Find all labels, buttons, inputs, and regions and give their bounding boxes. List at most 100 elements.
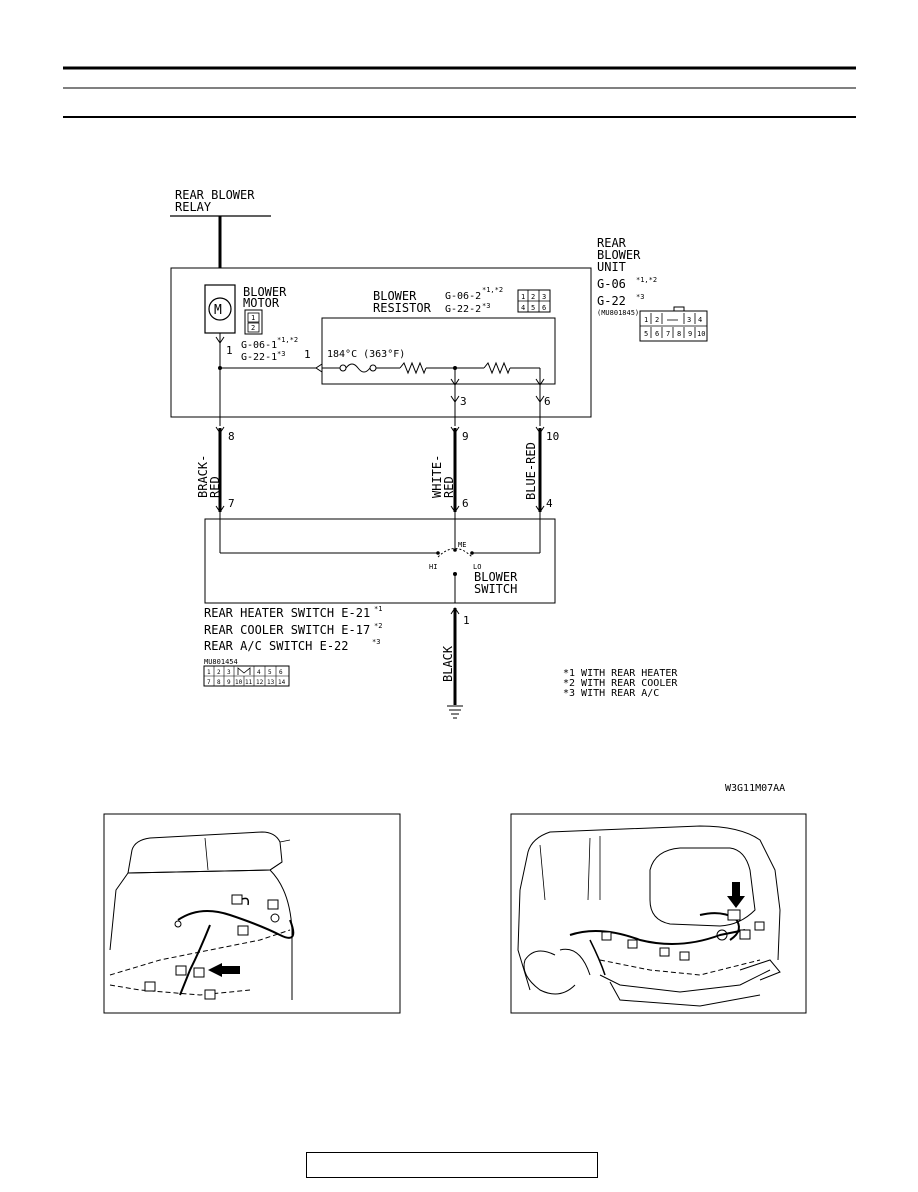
unit-pin-8: 8: [677, 330, 681, 338]
resistor-conn-pin-1: 1: [521, 293, 525, 301]
switch-conn-pin-13: 13: [267, 679, 275, 686]
note-rear-heater: *1 WITH REAR HEATER: [563, 668, 678, 679]
unit-connector-g06: G-06: [597, 277, 626, 291]
wire-1-color-line2: RED: [208, 476, 222, 498]
resistor-conn-pin-3: 3: [542, 293, 546, 301]
motor-connector-g06-1: G-06-1: [241, 340, 277, 351]
unit-pin-5: 5: [644, 330, 648, 338]
switch-conn-pin-4: 4: [257, 669, 261, 676]
switch-conn-pin-7: 7: [207, 679, 211, 686]
unit-pin-2: 2: [655, 316, 659, 324]
resistor-conn-pin-4: 4: [521, 304, 525, 312]
resistor-conn-pin-5: 5: [531, 304, 535, 312]
switch-name-rear-cooler: REAR COOLER SWITCH E-17: [204, 623, 370, 637]
switch-conn-pin-9: 9: [227, 679, 231, 686]
motor-conn-pin-1: 1: [251, 314, 255, 322]
motor-connector-g22-1: G-22-1: [241, 352, 277, 363]
switch-label-line1: BLOWER: [474, 570, 518, 584]
switch-conn-pin-10: 10: [235, 679, 243, 686]
wire-2-color-line1: WHITE-: [430, 455, 444, 498]
wire-2-color-line2: RED: [442, 476, 456, 498]
wire-ground-color: BLACK: [441, 645, 455, 682]
unit-label: REAR BLOWER UNIT G-06 *1,*2 G-22 *3 (MU8…: [597, 236, 657, 317]
motor-connector-g06-1-note: *1,*2: [277, 336, 298, 344]
unit-connector-face: 1 2 3 4 5 6 7 8 9 10: [639, 306, 708, 342]
motor-pin-1: 1: [226, 344, 233, 357]
switch-conn-pin-5: 5: [268, 669, 272, 676]
switch-conn-pin-6: 6: [279, 669, 283, 676]
unit-pin-1: 1: [644, 316, 648, 324]
switch-terminal-1: 1: [463, 614, 470, 627]
note-rear-cooler: *2 WITH REAR COOLER: [563, 678, 678, 689]
motor-label-line2: MOTOR: [243, 296, 280, 310]
motor-symbol: M: [214, 303, 222, 318]
motor-conn-pin-2: 2: [251, 324, 255, 332]
resistor-conn-pin-6: 6: [542, 304, 546, 312]
illustration-vehicle-rear: [510, 813, 807, 1014]
switch-position-me: ME: [458, 541, 466, 549]
resistor-connector-g06-2-note: *1,*2: [482, 286, 503, 294]
unit-pin-7: 7: [666, 330, 670, 338]
resistor-conn-pin-2: 2: [531, 293, 535, 301]
unit-label-line1: REAR: [597, 236, 627, 250]
resistor-connector-g22-2: G-22-2: [445, 304, 481, 315]
page-footer-box: [306, 1152, 598, 1178]
switch-conn-pin-14: 14: [278, 679, 286, 686]
switch-connector-face: MU801454 1 2 3 4 5 6 7 8 9 10 11 12 13 1…: [203, 658, 290, 687]
switch-terminal-6: 6: [462, 497, 469, 510]
rear-blower-unit-box: [170, 267, 592, 418]
switch-label-line2: SWITCH: [474, 582, 517, 596]
unit-connector-g06-note: *1,*2: [636, 276, 657, 284]
unit-terminal-9: 9: [462, 430, 469, 443]
motor-connector-g22-1-note: *3: [277, 350, 285, 358]
switch-terminal-7: 7: [228, 497, 235, 510]
rear-blower-relay: REAR BLOWER RELAY: [170, 188, 271, 268]
unit-connector-g22: G-22: [597, 294, 626, 308]
wire-3-color: BLUE-RED: [524, 442, 538, 500]
switch-conn-pin-11: 11: [245, 679, 253, 686]
unit-label-line2: BLOWER: [597, 248, 641, 262]
note-rear-ac: *3 WITH REAR A/C: [563, 688, 659, 699]
illustration-interior-harness: [103, 813, 401, 1014]
switch-terminal-4: 4: [546, 497, 553, 510]
switch-part-number: MU801454: [204, 658, 238, 666]
blower-resistor: BLOWER RESISTOR G-06-2 *1,*2 G-22-2 *3 1…: [321, 286, 556, 385]
resistor-label-line1: BLOWER: [373, 289, 417, 303]
unit-pin-6: 6: [655, 330, 659, 338]
wire-1-color-line1: BRACK-: [196, 455, 210, 498]
switch-name-rear-ac: REAR A/C SWITCH E-22: [204, 639, 349, 653]
blower-motor: M BLOWER MOTOR 1 2 G-06-1 *1,*2 G-22-1 *…: [204, 284, 311, 363]
unit-terminal-8: 8: [228, 430, 235, 443]
relay-label-line2: RELAY: [175, 200, 212, 214]
switch-conn-pin-12: 12: [256, 679, 264, 686]
resistor-pin-6: 6: [544, 395, 551, 408]
switch-conn-pin-2: 2: [217, 669, 221, 676]
resistor-label-line2: RESISTOR: [373, 301, 432, 315]
relay-label-line1: REAR BLOWER: [175, 188, 255, 202]
resistor-connector-g22-2-note: *3: [482, 302, 490, 310]
motor-label-line1: BLOWER: [243, 285, 287, 299]
switch-conn-pin-1: 1: [207, 669, 211, 676]
switch-conn-pin-8: 8: [217, 679, 221, 686]
switch-name-rear-cooler-note: *2: [374, 622, 382, 630]
footnotes: *1 WITH REAR HEATER *2 WITH REAR COOLER …: [563, 668, 678, 699]
blower-switch-box: [204, 518, 556, 604]
unit-terminal-10: 10: [546, 430, 559, 443]
unit-pin-10: 10: [697, 330, 705, 338]
unit-part-number: (MU801845): [597, 309, 639, 317]
unit-pin-9: 9: [688, 330, 692, 338]
unit-label-line3: UNIT: [597, 260, 626, 274]
switch-position-hi: HI: [429, 563, 437, 571]
unit-connector-g22-note: *3: [636, 293, 644, 301]
ground-symbol-icon: [447, 705, 463, 719]
thermal-fuse-label: 184°C (363°F): [327, 349, 405, 360]
resistor-input-pin-1: 1: [304, 348, 311, 361]
switch-conn-pin-3: 3: [227, 669, 231, 676]
unit-pin-3: 3: [687, 316, 691, 324]
switch-name-rear-ac-note: *3: [372, 638, 380, 646]
figure-id: W3G11M07AA: [725, 783, 785, 794]
resistor-pin-3: 3: [460, 395, 467, 408]
switch-name-rear-heater-note: *1: [374, 605, 382, 613]
